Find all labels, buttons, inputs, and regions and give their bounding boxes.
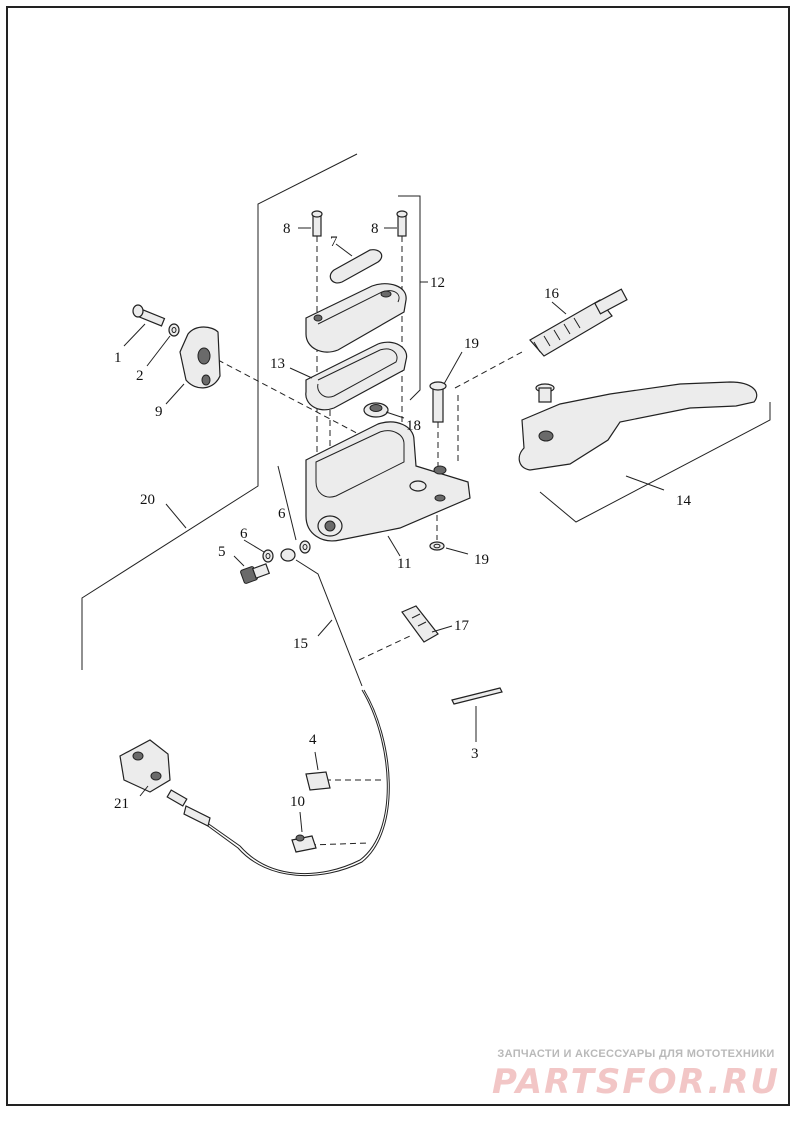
- label-19-top: 19: [464, 336, 479, 352]
- leader-lines: [123, 227, 665, 833]
- part-3-cable-tie: [451, 687, 503, 705]
- part-16-piston-assembly: [529, 288, 628, 357]
- label-17: 17: [454, 618, 470, 634]
- label-11: 11: [397, 556, 411, 572]
- watermark-logo: PARTSFOR.RU: [491, 1062, 781, 1102]
- part-13-gasket: [305, 341, 408, 411]
- label-6-right: 6: [278, 506, 286, 522]
- part-9-clamp: [179, 326, 221, 389]
- label-18: 18: [406, 418, 421, 434]
- label-2: 2: [136, 368, 144, 384]
- label-20: 20: [140, 492, 155, 508]
- part-4-clip: [305, 771, 331, 791]
- label-10: 10: [290, 794, 305, 810]
- bracket-12: [398, 195, 428, 401]
- watermark: ЗАПЧАСТИ И АКСЕССУАРЫ ДЛЯ МОТОТЕХНИКИ PA…: [486, 1048, 786, 1102]
- part-19-pivot-pin: [429, 381, 447, 423]
- label-16: 16: [544, 286, 560, 302]
- label-8-right: 8: [371, 221, 379, 237]
- reservoir-cover: [305, 283, 407, 353]
- part-14-lever: [518, 381, 758, 471]
- part-8-screw-left: [311, 210, 323, 237]
- label-1: 1: [114, 350, 122, 366]
- part-19-clip: [429, 541, 445, 551]
- part-6-washer-right: [299, 540, 311, 554]
- part-18-plug: [363, 402, 389, 418]
- label-21: 21: [114, 796, 129, 812]
- label-5: 5: [218, 544, 226, 560]
- label-8-left: 8: [283, 221, 291, 237]
- label-14: 14: [676, 493, 692, 509]
- callout-labels: 8 8 7 12 16 1 2 19 13 9 18 20 14 6 6 5 1…: [114, 221, 692, 812]
- label-3: 3: [471, 746, 479, 762]
- part-11-master-cylinder: [305, 421, 471, 542]
- label-7: 7: [330, 234, 338, 250]
- part-8-screw-right: [396, 210, 408, 237]
- label-9: 9: [155, 404, 163, 420]
- bracket-14: [539, 402, 771, 523]
- diagram-frame: [6, 6, 790, 1106]
- label-4: 4: [309, 732, 317, 748]
- label-13: 13: [270, 356, 285, 372]
- watermark-tagline: ЗАПЧАСТИ И АКСЕССУАРЫ ДЛЯ МОТОТЕХНИКИ: [497, 1048, 775, 1060]
- label-12: 12: [430, 275, 445, 291]
- part-2-washer: [168, 323, 180, 337]
- label-19-bottom: 19: [474, 552, 489, 568]
- part-10-clip: [291, 834, 317, 853]
- label-6-left: 6: [240, 526, 248, 542]
- part-7-plate: [329, 249, 383, 284]
- part-5-bolt: [240, 563, 271, 584]
- part-21-slave-cylinder: [119, 739, 211, 827]
- part-17-clip: [401, 605, 439, 643]
- part-6-washer-left: [262, 549, 274, 563]
- part-1-screw: [132, 304, 166, 327]
- part-15-hydraulic-line: [185, 548, 390, 877]
- label-15: 15: [293, 636, 308, 652]
- kit-outline-20: [81, 153, 358, 670]
